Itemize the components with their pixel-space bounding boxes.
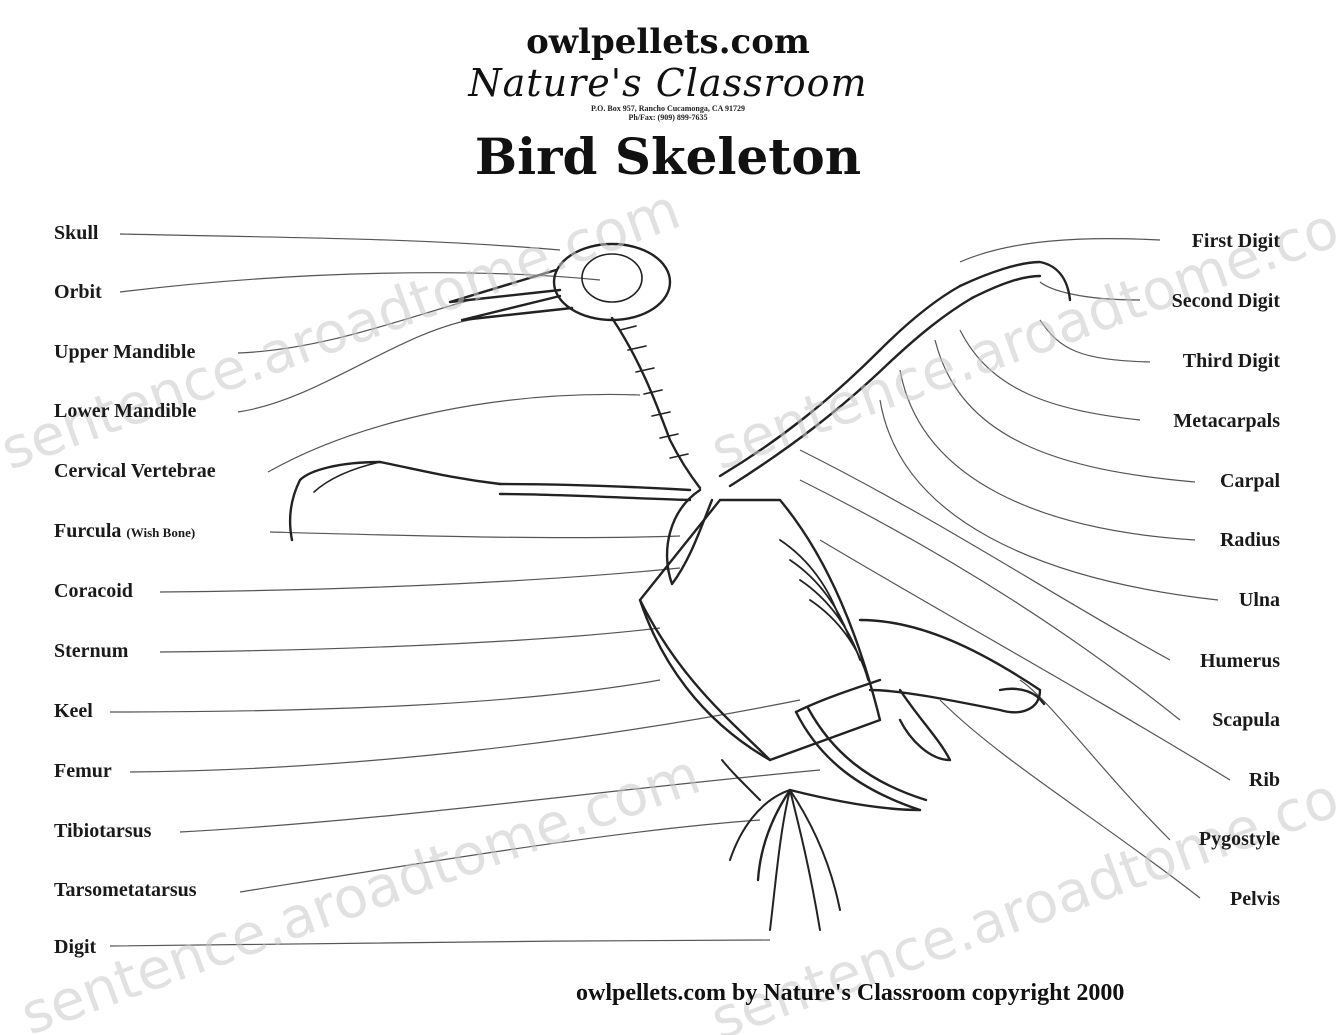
label-humerus: Humerus	[1200, 650, 1280, 672]
diagram-title: Bird Skeleton	[0, 126, 1336, 188]
label-metacarpals: Metacarpals	[1173, 410, 1280, 432]
label-lower-mandible: Lower Mandible	[54, 400, 196, 422]
label-digit: Digit	[54, 936, 96, 958]
address-line-2: Ph/Fax: (909) 899-7635	[0, 113, 1336, 122]
left-humerus-shape	[500, 484, 690, 490]
label-scapula: Scapula	[1212, 709, 1280, 731]
left-radius-ulna-shape	[380, 462, 500, 484]
site-name: owlpellets.com	[0, 22, 1336, 62]
left-hand-shape	[290, 462, 380, 540]
leader-coracoid	[160, 568, 680, 592]
copyright-footer: owlpellets.com by Nature's Classroom cop…	[576, 980, 1124, 1007]
label-radius: Radius	[1220, 529, 1280, 551]
label-coracoid: Coracoid	[54, 580, 133, 602]
leader-humerus	[800, 450, 1170, 660]
leader-sternum	[160, 628, 660, 652]
brand-name: Nature's Classroom	[0, 62, 1336, 104]
neck-spine	[612, 318, 700, 488]
label-third-digit: Third Digit	[1183, 350, 1280, 372]
watermark-layer: sentence.aroadtome.com sentence.aroadtom…	[0, 177, 1336, 1035]
tarsometatarsus-shape	[790, 790, 920, 810]
pelvis-shape	[860, 620, 1040, 712]
address-line-1: P.O. Box 957, Rancho Cucamonga, CA 91729	[0, 104, 1336, 113]
leader-keel	[110, 680, 660, 712]
leader-scapula	[800, 480, 1180, 720]
leader-furcula	[270, 532, 680, 538]
label-first-digit: First Digit	[1192, 230, 1280, 252]
label-femur: Femur	[54, 760, 112, 782]
leader-first-digit	[960, 239, 1160, 262]
label-tarsometatarsus: Tarsometatarsus	[54, 879, 197, 901]
leader-ulna	[880, 400, 1218, 600]
label-second-digit: Second Digit	[1172, 290, 1280, 312]
label-sternum: Sternum	[54, 640, 128, 662]
label-pelvis: Pelvis	[1230, 888, 1280, 910]
watermark-text-2: sentence.aroadtome.com	[703, 177, 1336, 483]
label-carpal: Carpal	[1220, 470, 1280, 492]
label-furcula-text: Furcula	[54, 520, 121, 542]
label-orbit: Orbit	[54, 281, 102, 303]
label-cervical-vertebrae: Cervical Vertebrae	[54, 460, 216, 482]
toe-shapes	[722, 760, 840, 930]
leader-pygostyle	[1020, 680, 1170, 840]
label-tibiotarsus: Tibiotarsus	[54, 820, 151, 842]
left-radius-ulna-shape-2	[500, 494, 690, 500]
header: owlpellets.com Nature's Classroom P.O. B…	[0, 22, 1336, 188]
label-upper-mandible: Upper Mandible	[54, 341, 195, 363]
label-rib: Rib	[1249, 769, 1280, 791]
label-furcula-note: (Wish Bone)	[126, 525, 195, 540]
sternum-shape	[640, 500, 880, 760]
label-ulna: Ulna	[1239, 589, 1280, 611]
label-keel: Keel	[54, 700, 93, 722]
label-furcula: Furcula (Wish Bone)	[54, 520, 195, 544]
leader-cervical	[268, 394, 640, 472]
label-skull: Skull	[54, 222, 98, 244]
label-pygostyle: Pygostyle	[1199, 828, 1280, 850]
